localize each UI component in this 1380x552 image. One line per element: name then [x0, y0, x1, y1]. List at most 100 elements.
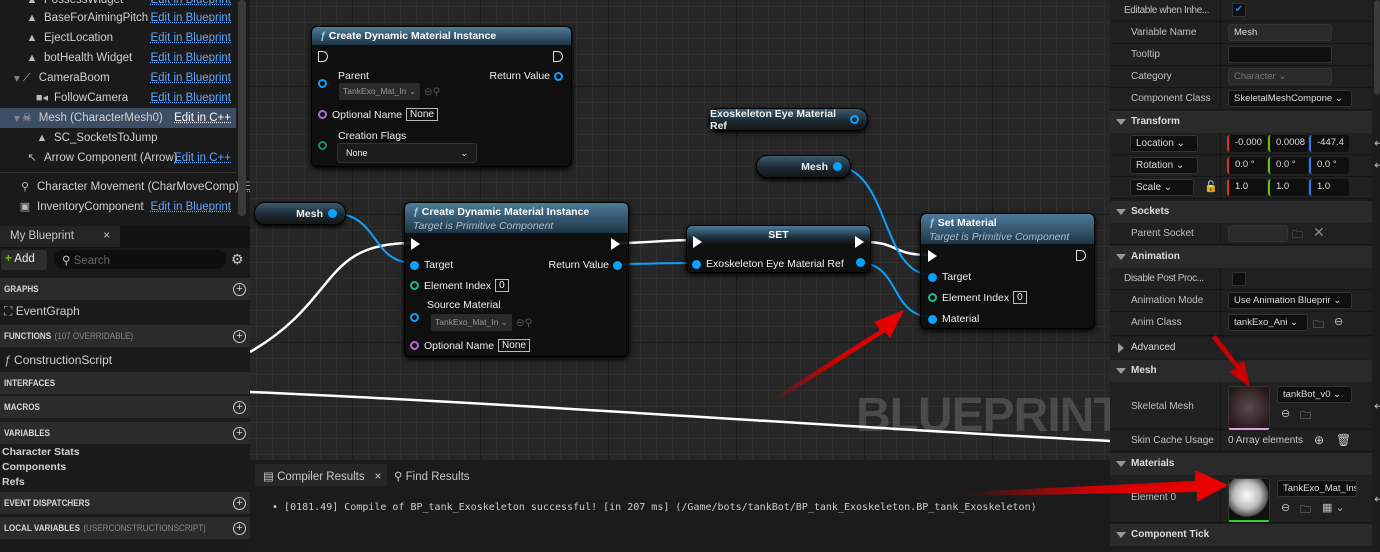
rotation-y[interactable]: 0.0 ° — [1268, 157, 1308, 174]
component-item[interactable]: ↖Arrow Component (Arrow)Edit in C++ — [0, 148, 236, 168]
location-y[interactable]: 0.0008 — [1268, 135, 1308, 152]
animation-section[interactable]: Animation — [1110, 246, 1372, 268]
location-mode-dropdown[interactable]: Location ⌄ — [1130, 135, 1198, 152]
event-graph-item[interactable]: ⛶ EventGraph — [4, 304, 80, 318]
browse-icon[interactable]: 🗀 — [1300, 504, 1311, 516]
use-selected-icon[interactable]: ⊖ — [1281, 408, 1291, 420]
details-scrollbar[interactable] — [1374, 0, 1380, 95]
mesh-getter[interactable]: Mesh — [254, 202, 346, 225]
section-graphs[interactable]: GRAPHS+ — [0, 278, 250, 300]
browse-icon[interactable]: ⊖⚲ — [515, 316, 533, 329]
add-local-variable-icon[interactable]: + — [233, 521, 246, 535]
scale-y[interactable]: 1.0 — [1268, 179, 1308, 196]
section-functions[interactable]: FUNCTIONS(107 OVERRIDABLE)+ — [0, 325, 250, 347]
edit-link[interactable]: E — [243, 181, 252, 193]
reset-icon[interactable]: ↩ — [1373, 158, 1380, 172]
section-event-dispatchers[interactable]: EVENT DISPATCHERS+ — [0, 492, 250, 514]
material-pin[interactable] — [928, 314, 937, 324]
add-variable-icon[interactable]: + — [233, 426, 246, 440]
tab-compiler-results[interactable]: ▤ Compiler Results× — [255, 464, 387, 486]
rotation-mode-dropdown[interactable]: Rotation ⌄ — [1130, 157, 1198, 174]
exec-in-pin[interactable] — [693, 236, 702, 248]
create-dynamic-material-instance-node[interactable]: ƒ Create Dynamic Material Instance Paren… — [311, 26, 572, 167]
editable-checkbox[interactable]: ✔ — [1232, 3, 1246, 17]
edit-link[interactable]: Edit in Blueprint — [150, 0, 231, 6]
parent-pin[interactable] — [318, 79, 327, 88]
value-out-pin[interactable] — [856, 258, 865, 267]
component-tick-section[interactable]: Component Tick — [1110, 524, 1372, 546]
browse-icon[interactable]: 🗀 — [1300, 410, 1311, 422]
component-class-dropdown[interactable]: SkeletalMeshCompone ⌄ — [1228, 90, 1352, 107]
reset-icon[interactable]: ↩ — [1373, 399, 1380, 413]
tab-find-results[interactable]: ⚲ Find Results — [394, 471, 470, 483]
source-material-pin[interactable] — [410, 313, 419, 322]
expand-arrow-icon[interactable]: ▾ — [14, 113, 20, 125]
tooltip-input[interactable] — [1228, 46, 1332, 63]
advanced-expander[interactable]: Advanced — [1110, 337, 1372, 359]
output-pin[interactable] — [833, 162, 842, 171]
use-selected-icon[interactable]: ⊖ — [1281, 502, 1291, 514]
material-thumbnail[interactable] — [1228, 478, 1270, 522]
disable-post-process-checkbox[interactable] — [1232, 272, 1246, 286]
exec-out-pin[interactable] — [611, 238, 620, 250]
close-icon[interactable]: × — [374, 471, 382, 483]
close-icon[interactable]: × — [103, 230, 110, 242]
reset-icon[interactable]: ↩ — [1373, 492, 1380, 506]
edit-link[interactable]: Edit in C++ — [174, 152, 231, 164]
source-material-dropdown[interactable]: TankExo_Mat_In ⌄ — [431, 314, 512, 331]
exec-in-pin[interactable] — [318, 51, 328, 62]
edit-link[interactable]: Edit in Blueprint — [150, 12, 231, 24]
anim-class-dropdown[interactable]: tankExo_Ani ⌄ — [1228, 314, 1308, 331]
return-value-pin[interactable] — [554, 71, 563, 81]
use-selected-icon[interactable]: ⊖ — [1334, 316, 1344, 328]
element-index-pin[interactable] — [410, 281, 419, 290]
scale-x[interactable]: 1.0 — [1227, 179, 1267, 196]
exoskeleton-eye-material-ref-getter[interactable]: Exoskeleton Eye Material Ref — [709, 108, 868, 132]
section-variables[interactable]: VARIABLES+ — [0, 422, 250, 444]
add-function-icon[interactable]: + — [233, 329, 246, 343]
component-item[interactable]: ▲SC_SocketsToJump — [0, 128, 236, 148]
value-in-pin[interactable] — [692, 259, 701, 269]
add-graph-icon[interactable]: + — [233, 282, 246, 296]
component-item[interactable]: ▾ ☠Mesh (CharacterMesh0)Edit in C++ — [0, 108, 236, 128]
construction-script-item[interactable]: ƒ ConstructionScript — [4, 353, 113, 367]
clear-icon[interactable]: ✕ — [1313, 224, 1325, 240]
components-scrollbar[interactable] — [238, 0, 246, 216]
element-index-pin[interactable] — [928, 293, 937, 302]
set-variable-node[interactable]: SET Exoskeleton Eye Material Ref — [686, 225, 871, 273]
expand-arrow-icon[interactable]: ▾ — [14, 73, 20, 85]
exec-in-pin[interactable] — [411, 238, 420, 250]
edit-link[interactable]: Edit in Blueprint — [150, 32, 231, 44]
element-index-input[interactable]: 0 — [495, 279, 509, 292]
element-index-input[interactable]: 0 — [1013, 291, 1027, 304]
category-combo[interactable]: Character ⌄ — [1228, 68, 1332, 85]
skeletal-mesh-dropdown[interactable]: tankBot_v0 ⌄ — [1277, 386, 1352, 403]
exec-out-pin[interactable] — [855, 236, 864, 248]
creation-flags-pin[interactable] — [318, 141, 327, 150]
exec-out-pin[interactable] — [1076, 250, 1086, 261]
sockets-section[interactable]: Sockets — [1110, 201, 1372, 223]
rotation-z[interactable]: 0.0 ° — [1309, 157, 1349, 174]
material-element-0-dropdown[interactable]: TankExo_Mat_Ins — [1277, 480, 1357, 497]
optional-name-input[interactable]: None — [406, 108, 438, 121]
browse-socket-icon[interactable]: 🗀 — [1292, 229, 1303, 241]
mesh-getter[interactable]: Mesh — [756, 155, 851, 178]
transform-section[interactable]: Transform — [1110, 111, 1372, 133]
scale-mode-dropdown[interactable]: Scale ⌄ — [1130, 179, 1194, 196]
edit-link[interactable]: Edit in Blueprint — [150, 72, 231, 84]
parent-socket-field[interactable] — [1228, 225, 1288, 242]
exec-out-pin[interactable] — [553, 51, 563, 62]
component-item[interactable]: ⚲Character Movement (CharMoveComp)E — [0, 177, 252, 197]
creation-flags-dropdown[interactable]: None⌄ — [337, 143, 477, 163]
skeletal-mesh-thumbnail[interactable] — [1228, 386, 1270, 430]
search-input[interactable]: ⚲ Search — [54, 250, 226, 269]
location-x[interactable]: -0.000 — [1227, 135, 1267, 152]
